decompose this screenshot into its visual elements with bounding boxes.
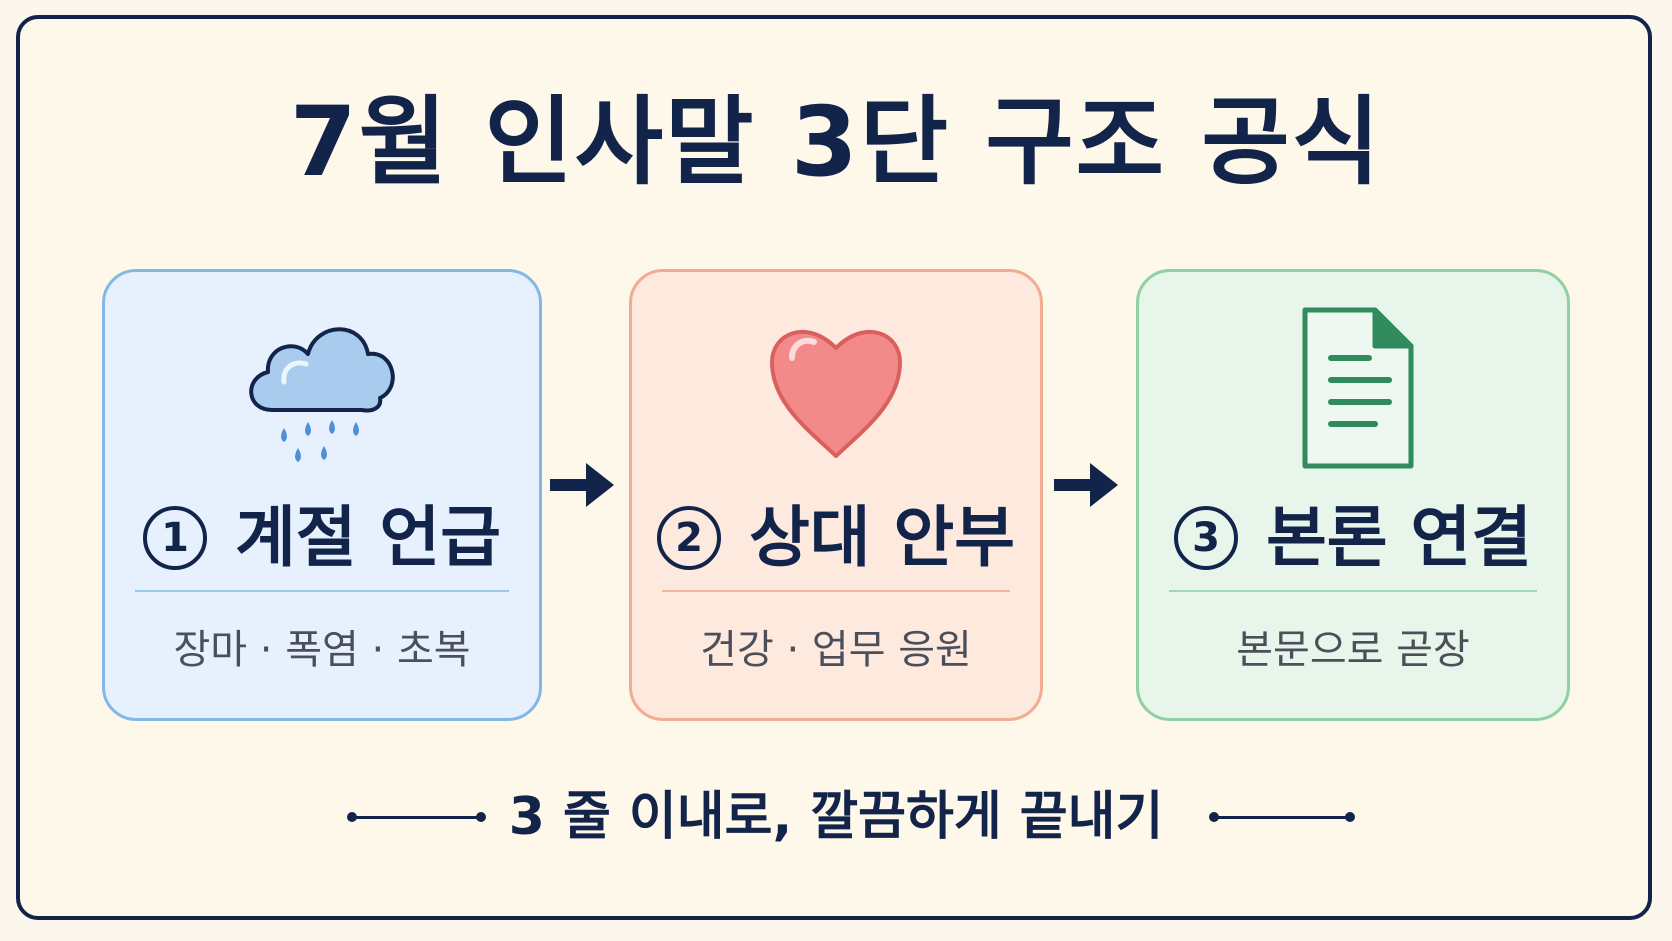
footer-dot (1345, 812, 1355, 822)
step-header-1: 1 계절 언급 (105, 498, 539, 578)
arrow-right-icon (548, 457, 618, 513)
step-card-greeting: 2 상대 안부 건강 · 업무 응원 (629, 269, 1043, 721)
step-card-main-topic: 3 본론 연결 본문으로 곧장 (1136, 269, 1570, 721)
step-number-3: 3 (1174, 506, 1239, 570)
step-title-3: 본론 연결 (1266, 499, 1532, 576)
step-header-2: 2 상대 안부 (632, 498, 1040, 578)
heart-icon (632, 298, 1040, 478)
footer-text: 3 줄 이내로, 깔끔하게 끝내기 (508, 787, 1164, 847)
footer-dot (476, 812, 486, 822)
rain-cloud-icon (105, 298, 539, 478)
step-subtitle-3: 본문으로 곧장 (1236, 627, 1470, 673)
footer-note: 3 줄 이내로, 깔끔하게 끝내기 (0, 782, 1672, 852)
step-card-season: 1 계절 언급 장마 · 폭염 · 초복 (102, 269, 542, 721)
diagram-title: 7월 인사말 3단 구조 공식 (289, 86, 1383, 198)
step-divider-1 (135, 590, 509, 592)
document-icon (1139, 298, 1567, 478)
step-subtitle-1: 장마 · 폭염 · 초복 (173, 627, 471, 673)
footer-line-right (1214, 816, 1350, 819)
footer-line-left (351, 816, 481, 819)
step-divider-3 (1169, 590, 1537, 592)
step-header-3: 3 본론 연결 (1139, 498, 1567, 578)
step-divider-2 (662, 590, 1010, 592)
step-title-1: 계절 언급 (235, 499, 501, 576)
step-title-2: 상대 안부 (749, 499, 1015, 576)
step-number-1: 1 (143, 506, 208, 570)
arrow-right-icon (1052, 457, 1122, 513)
step-number-2: 2 (657, 506, 722, 570)
step-subtitle-2: 건강 · 업무 응원 (700, 627, 972, 673)
